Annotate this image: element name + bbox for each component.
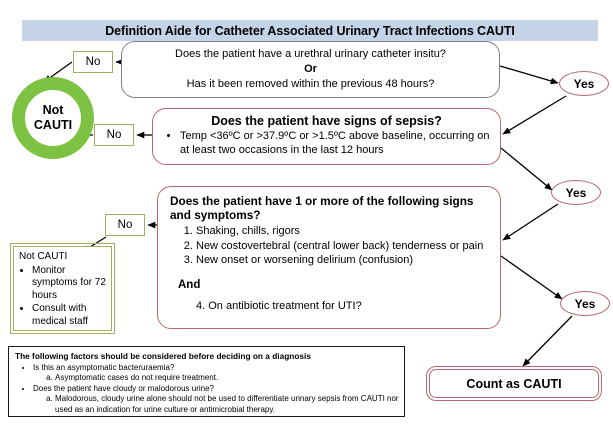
not-cauti-ring-shape	[12, 77, 94, 159]
not-cauti-box-heading: Not CAUTI	[19, 251, 68, 262]
footnote-item: Is this an asymptomatic bacteruraemia? A…	[33, 363, 399, 384]
decision-yes-1-label: Yes	[573, 76, 595, 91]
decision-no-3[interactable]: No	[105, 214, 145, 236]
decision-yes-3[interactable]: Yes	[560, 291, 610, 316]
decision-no-1-label: No	[85, 56, 101, 68]
decision-yes-2-label: Yes	[565, 185, 587, 200]
question-box-catheter: Does the patient have a urethral urinary…	[121, 41, 500, 98]
footnote-item-text: Does the patient have cloudy or malodoro…	[33, 383, 214, 393]
not-cauti-action-box: Not CAUTI Monitor symptoms for 72 hours …	[10, 243, 115, 334]
footnote-list: Is this an asymptomatic bacteruraemia? A…	[15, 363, 399, 416]
q2-heading: Does the patient have signs of sepsis?	[211, 114, 442, 128]
not-cauti-box-list: Monitor symptoms for 72 hours Consult wi…	[19, 265, 108, 329]
decision-no-3-label: No	[117, 219, 133, 231]
footnote-heading: The following factors should be consider…	[15, 351, 311, 361]
q3-item-2: New costovertebral (central lower back) …	[196, 239, 490, 254]
not-cauti-box-item: Consult with medical staff	[32, 303, 108, 328]
q2-bullet-item: Temp <36ºC or >37.9ºC or >1.5ºC above ba…	[180, 130, 492, 157]
footnote-item: Does the patient have cloudy or malodoro…	[33, 384, 399, 416]
decision-no-2[interactable]: No	[94, 124, 134, 146]
footnote-box: The following factors should be consider…	[8, 346, 405, 417]
q1-line1: Does the patient have a urethral urinary…	[175, 48, 446, 60]
q1-line2: Has it been removed within the previous …	[186, 78, 435, 90]
q1-or: Or	[304, 63, 317, 75]
footnote-item-text: Is this an asymptomatic bacteruraemia?	[33, 362, 175, 372]
footnote-subitem: Asymptomatic cases do not require treatm…	[55, 373, 399, 384]
q3-numbered-list: Shaking, chills, rigors New costovertebr…	[170, 224, 490, 268]
q3-heading: Does the patient have 1 or more of the f…	[170, 194, 474, 222]
footnote-sublist: Asymptomatic cases do not require treatm…	[33, 373, 399, 384]
q3-item-4: 4. On antibiotic treatment for UTI?	[196, 299, 362, 312]
footnote-sublist: Malodorous, cloudy urine alone should no…	[33, 394, 399, 415]
q2-bullet-list: Temp <36ºC or >37.9ºC or >1.5ºC above ba…	[161, 130, 492, 157]
footnote-subitem: Malodorous, cloudy urine alone should no…	[55, 394, 399, 415]
page-title-banner: Definition Aide for Catheter Associated …	[22, 20, 598, 41]
outcome-label: Count as CAUTI	[466, 376, 562, 391]
q3-and-connector: And	[178, 278, 201, 291]
q3-item-3: New onset or worsening delirium (confusi…	[196, 253, 490, 268]
decision-yes-3-label: Yes	[574, 296, 596, 311]
not-cauti-box-item: Monitor symptoms for 72 hours	[32, 265, 108, 303]
page-title: Definition Aide for Catheter Associated …	[105, 23, 515, 38]
question-box-sepsis: Does the patient have signs of sepsis? T…	[152, 108, 501, 165]
decision-yes-1[interactable]: Yes	[559, 71, 609, 96]
question-box-signs-symptoms: Does the patient have 1 or more of the f…	[157, 186, 501, 329]
decision-no-2-label: No	[106, 129, 122, 141]
outcome-count-as-cauti: Count as CAUTI	[425, 365, 603, 402]
decision-yes-2[interactable]: Yes	[551, 180, 601, 205]
q3-item-1: Shaking, chills, rigors	[196, 224, 490, 239]
decision-no-1[interactable]: No	[73, 51, 113, 73]
